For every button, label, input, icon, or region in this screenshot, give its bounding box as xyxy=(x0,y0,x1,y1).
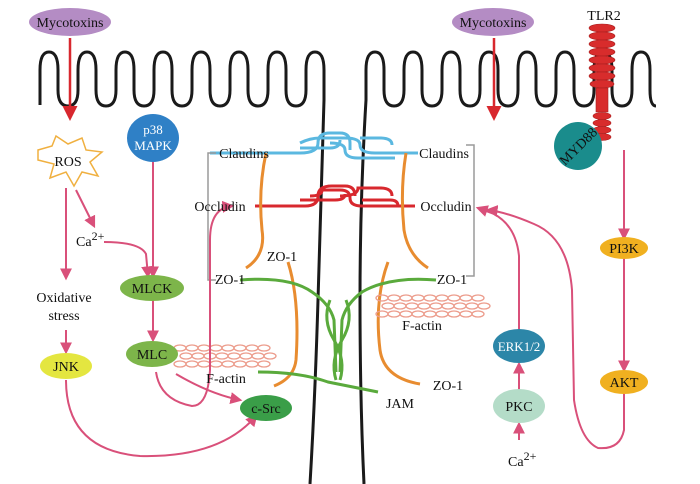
claudins-left-label: Claudins xyxy=(219,147,269,162)
zo1-mid-label: ZO-1 xyxy=(267,250,297,265)
tlr2-receptor xyxy=(588,23,616,141)
mycotoxins-right-label: Mycotoxins xyxy=(460,16,527,31)
claudins-right-label: Claudins xyxy=(419,147,469,162)
mlc-label: MLC xyxy=(137,348,167,363)
claudin-strands xyxy=(210,131,418,160)
ca-bottom-label: Ca2+ xyxy=(508,449,537,470)
ros-label: ROS xyxy=(54,155,81,170)
mapk-label: MAPK xyxy=(134,138,172,153)
csrc-oval xyxy=(240,395,292,421)
p38-mapk-oval xyxy=(127,114,179,162)
zo1-left-label: ZO-1 xyxy=(215,273,245,288)
occludin-right-label: Occludin xyxy=(420,200,471,215)
stress-label: stress xyxy=(48,309,79,324)
mycotoxins-right-oval xyxy=(452,8,534,36)
mlc-oval xyxy=(126,341,178,367)
ros-starburst xyxy=(37,134,104,188)
ca-left-label: Ca2+ xyxy=(76,229,105,250)
zo1-bottom-label: ZO-1 xyxy=(433,379,463,394)
mycotoxins-left-oval xyxy=(29,8,111,36)
jam-strands xyxy=(239,277,437,394)
f-actin-left xyxy=(173,344,277,368)
left-bracket xyxy=(207,152,216,281)
zo1-right-label: ZO-1 xyxy=(437,273,467,288)
jam-label: JAM xyxy=(386,397,415,412)
occludin-strands xyxy=(255,184,415,208)
f-actin-right xyxy=(375,294,491,318)
occludin-left-label: Occludin xyxy=(194,200,245,215)
pi3k-label: PI3K xyxy=(609,242,639,257)
pkc-label: PKC xyxy=(505,400,532,415)
pi3k-oval xyxy=(600,237,648,259)
jnk-label: JNK xyxy=(53,360,79,375)
erk-oval xyxy=(493,329,545,363)
myd88-circle xyxy=(554,122,602,170)
erk-label: ERK1/2 xyxy=(498,339,541,354)
akt-oval xyxy=(600,370,648,394)
factin-right-label: F-actin xyxy=(402,319,442,334)
left-cell-membrane xyxy=(38,50,326,484)
p38-label: p38 xyxy=(143,122,163,137)
mycotoxins-left-label: Mycotoxins xyxy=(37,16,104,31)
right-bracket xyxy=(466,144,475,277)
akt-label: AKT xyxy=(610,376,639,391)
signal-arrows xyxy=(60,150,630,458)
pkc-oval xyxy=(493,389,545,423)
mlck-oval xyxy=(120,275,184,301)
oxidative-label: Oxidative xyxy=(36,291,91,306)
factin-left-label: F-actin xyxy=(206,372,246,387)
jnk-oval xyxy=(40,353,92,379)
mlck-label: MLCK xyxy=(132,282,172,297)
tlr2-label: TLR2 xyxy=(587,9,620,24)
csrc-label: c-Src xyxy=(251,402,281,417)
